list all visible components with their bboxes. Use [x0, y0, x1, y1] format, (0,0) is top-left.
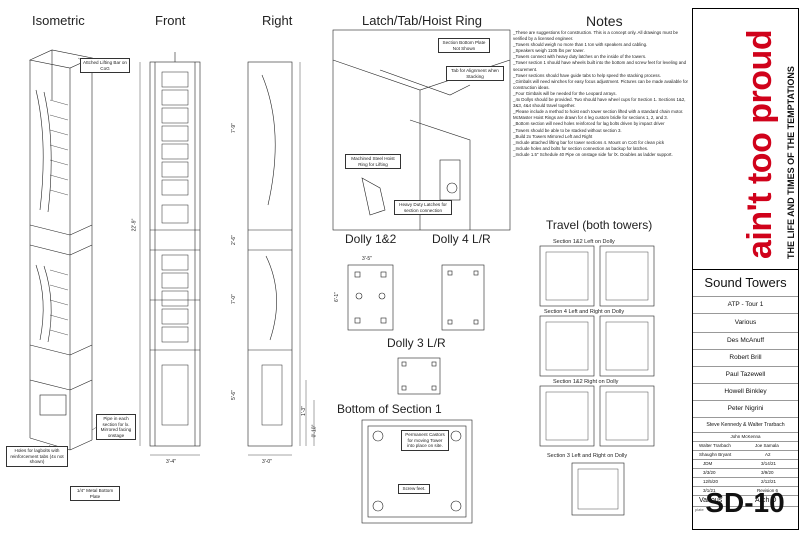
dolly-width-dim: 3'-5" — [362, 256, 372, 262]
plate-label: plate — [695, 507, 704, 512]
lifting-bar-callout: Attched Lifting Bar on CoG — [80, 58, 130, 73]
costume-designer-name: Paul Tazewell — [693, 367, 798, 384]
travel-heading: Travel (both towers) — [546, 218, 653, 232]
sec1-dim: 7'-9" — [230, 123, 237, 133]
dolly3-heading: Dolly 3 L/R — [387, 336, 446, 350]
note-item: _Please include a method to hoist each t… — [513, 109, 684, 121]
latch-heading: Latch/Tab/Hoist Ring — [362, 13, 482, 28]
date-4: 12/5/20 — [703, 479, 719, 484]
date-row-1: JDM 3/14/21 — [693, 460, 798, 469]
travel-caption-2: Section 4 Left and Right on Dolly — [544, 309, 625, 315]
tab-align-callout: Tab for Alignment when Stacking — [446, 66, 504, 81]
travel-caption-3: Section 1&2 Right on Dolly — [553, 379, 619, 385]
isometric-tower — [29, 49, 93, 451]
date-5: 2/12/21 — [761, 479, 777, 484]
note-item: _Bottom section will need holes reinforc… — [513, 121, 665, 127]
date-row-3: 12/5/20 2/12/21 — [693, 478, 798, 487]
bottom-section-drawing — [361, 419, 473, 524]
right-width-dim: 3'-0" — [262, 459, 272, 465]
note-item: _Towers should weigh no more than 1 ton … — [513, 42, 648, 48]
travel-caption-1: Section 1&2 Left on Dolly — [553, 239, 615, 245]
logo-text: ain't too proud — [741, 29, 779, 259]
dolly12-heading: Dolly 1&2 — [345, 232, 397, 246]
checked-by-2: Joe Samala — [755, 443, 779, 448]
dolly-4-drawing — [441, 264, 485, 331]
overall-height-dim: 22'-9" — [131, 218, 138, 232]
production-name: ATP - Tour 1 — [693, 297, 798, 314]
scenic-designer-name: Robert Brill — [693, 350, 798, 367]
sec4-dim: 5'-6" — [230, 390, 237, 400]
notes-list: _These are suggestions for construction.… — [513, 30, 691, 158]
drawing-title: Sound Towers — [693, 270, 798, 297]
note-item: _These are suggestions for construction.… — [513, 30, 679, 42]
lighting-designer-name: Howell Binkley — [693, 384, 798, 401]
title-block: ain't too proud THE LIFE AND TIMES OF TH… — [692, 8, 799, 530]
projection-designer-name: Peter Nigrini — [693, 401, 798, 418]
date-2: 3/3/20 — [703, 470, 716, 475]
note-item: _Include 1.5" Schedule 40 Pipe on onstag… — [513, 151, 673, 157]
scale-paper-row: Various Arch D — [693, 496, 798, 507]
checked-by-1: Walter Trarbach — [699, 443, 731, 448]
sec2-dim: 2'-6" — [230, 235, 237, 245]
sound-designer-name: Steve Kennedy & Walter Trarbach — [693, 418, 798, 433]
section-bottom-callout: Section Bottom Plate Not Shown — [438, 38, 490, 53]
front-heading: Front — [155, 13, 186, 28]
bottom-heading: Bottom of Section 1 — [337, 402, 442, 416]
note-item: _Tower section 1 should have wheels buil… — [513, 60, 687, 72]
sec3-dim: 7'-0" — [230, 294, 237, 304]
sec4b-dim: 1'-3" — [300, 406, 307, 416]
metal-plate-callout: 1/4" Metal Bottom Plate — [70, 486, 120, 501]
castors-callout: Permanent Castors for moving Tower into … — [401, 430, 449, 451]
logo-subtitle: THE LIFE AND TIMES OF THE TEMPTATIONS — [786, 66, 796, 259]
venue-name: Various — [693, 314, 798, 333]
approved-by: Shaughn Bryant — [699, 452, 732, 457]
show-logo: ain't too proud THE LIFE AND TIMES OF TH… — [693, 9, 798, 270]
right-tower — [247, 61, 315, 456]
dolly-height-dim: 6'-1" — [333, 292, 340, 302]
note-item: _Towers connect with heavy duty latches … — [513, 54, 647, 60]
isometric-heading: Isometric — [32, 13, 85, 28]
front-width-dim: 3'-4" — [166, 459, 176, 465]
front-tower — [149, 52, 201, 456]
note-item: _Four Gimbals will be needed for the Leo… — [513, 90, 617, 96]
date-row-2: 3/3/20 3/9/20 — [693, 469, 798, 478]
date-row-4: 3/1/21 Revision 6 — [693, 487, 798, 496]
travel-drawings — [539, 245, 655, 516]
note-item: _Gimbals will need winches for easy focu… — [513, 78, 688, 90]
notes-heading: Notes — [586, 13, 623, 29]
travel-caption-4: Section 3 Left and Right on Dolly — [547, 453, 628, 459]
revision: Revision 6 — [757, 488, 779, 493]
note-item: _4x Dollys should be provided. Two shoul… — [513, 97, 686, 109]
dolly-12-drawing — [347, 264, 394, 331]
lagbolts-callout: Holes for lagbolts with reinforcement ta… — [6, 446, 68, 467]
dolly-3-drawing — [397, 357, 441, 395]
note-item: _Include attached lifting bar for tower … — [513, 139, 665, 145]
date-6: 3/1/21 — [703, 488, 716, 493]
scale-value: Various — [699, 497, 723, 504]
right-heading: Right — [262, 13, 293, 28]
drawn-by: John McKenna — [693, 433, 798, 442]
note-item: _Tower sections should have guide tabs t… — [513, 72, 661, 78]
paper-size: Arch D — [755, 497, 777, 504]
date-3: 3/9/20 — [761, 470, 774, 475]
initials: JDM — [703, 461, 713, 466]
note-item: _Speakers weigh 1105 lbs per tower. — [513, 48, 585, 54]
dolly4-heading: Dolly 4 L/R — [432, 232, 491, 246]
note-item: _Towers should be able to be stacked wit… — [513, 127, 622, 133]
screw-feet-callout: Screw feet. — [398, 484, 430, 494]
note-item: _Include holes and bolts for section con… — [513, 145, 649, 151]
scale-label: A2 — [765, 452, 771, 457]
director-name: Des McAnuff — [693, 333, 798, 350]
note-item: _Build 2x Towers Mirrored Left and Right — [513, 133, 593, 139]
plate-number-text: SD-10 — [705, 487, 785, 518]
date-1: 3/14/21 — [761, 461, 777, 466]
latches-callout: Heavy Duty Latches for section connectio… — [394, 200, 452, 215]
hoist-ring-callout: Machined Steel Hoist Ring for Lifting — [345, 154, 401, 169]
checked-row: Walter Trarbach Joe Samala — [693, 442, 798, 451]
approved-row: Shaughn Bryant A2 — [693, 451, 798, 460]
sec4c-dim: 0'-10" — [311, 424, 318, 438]
pipe-callout: Pipe in each section for lx. Mirrored fa… — [96, 414, 136, 440]
